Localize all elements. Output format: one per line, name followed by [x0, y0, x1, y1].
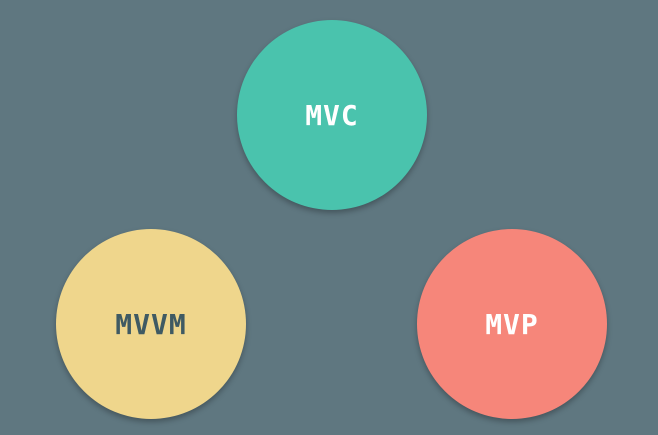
- mvc-label: MVC: [305, 98, 359, 132]
- mvvm-circle: MVVM: [56, 229, 246, 419]
- mvc-circle: MVC: [237, 20, 427, 210]
- mvp-label: MVP: [485, 307, 539, 341]
- mvvm-label: MVVM: [115, 307, 187, 341]
- mvp-circle: MVP: [417, 229, 607, 419]
